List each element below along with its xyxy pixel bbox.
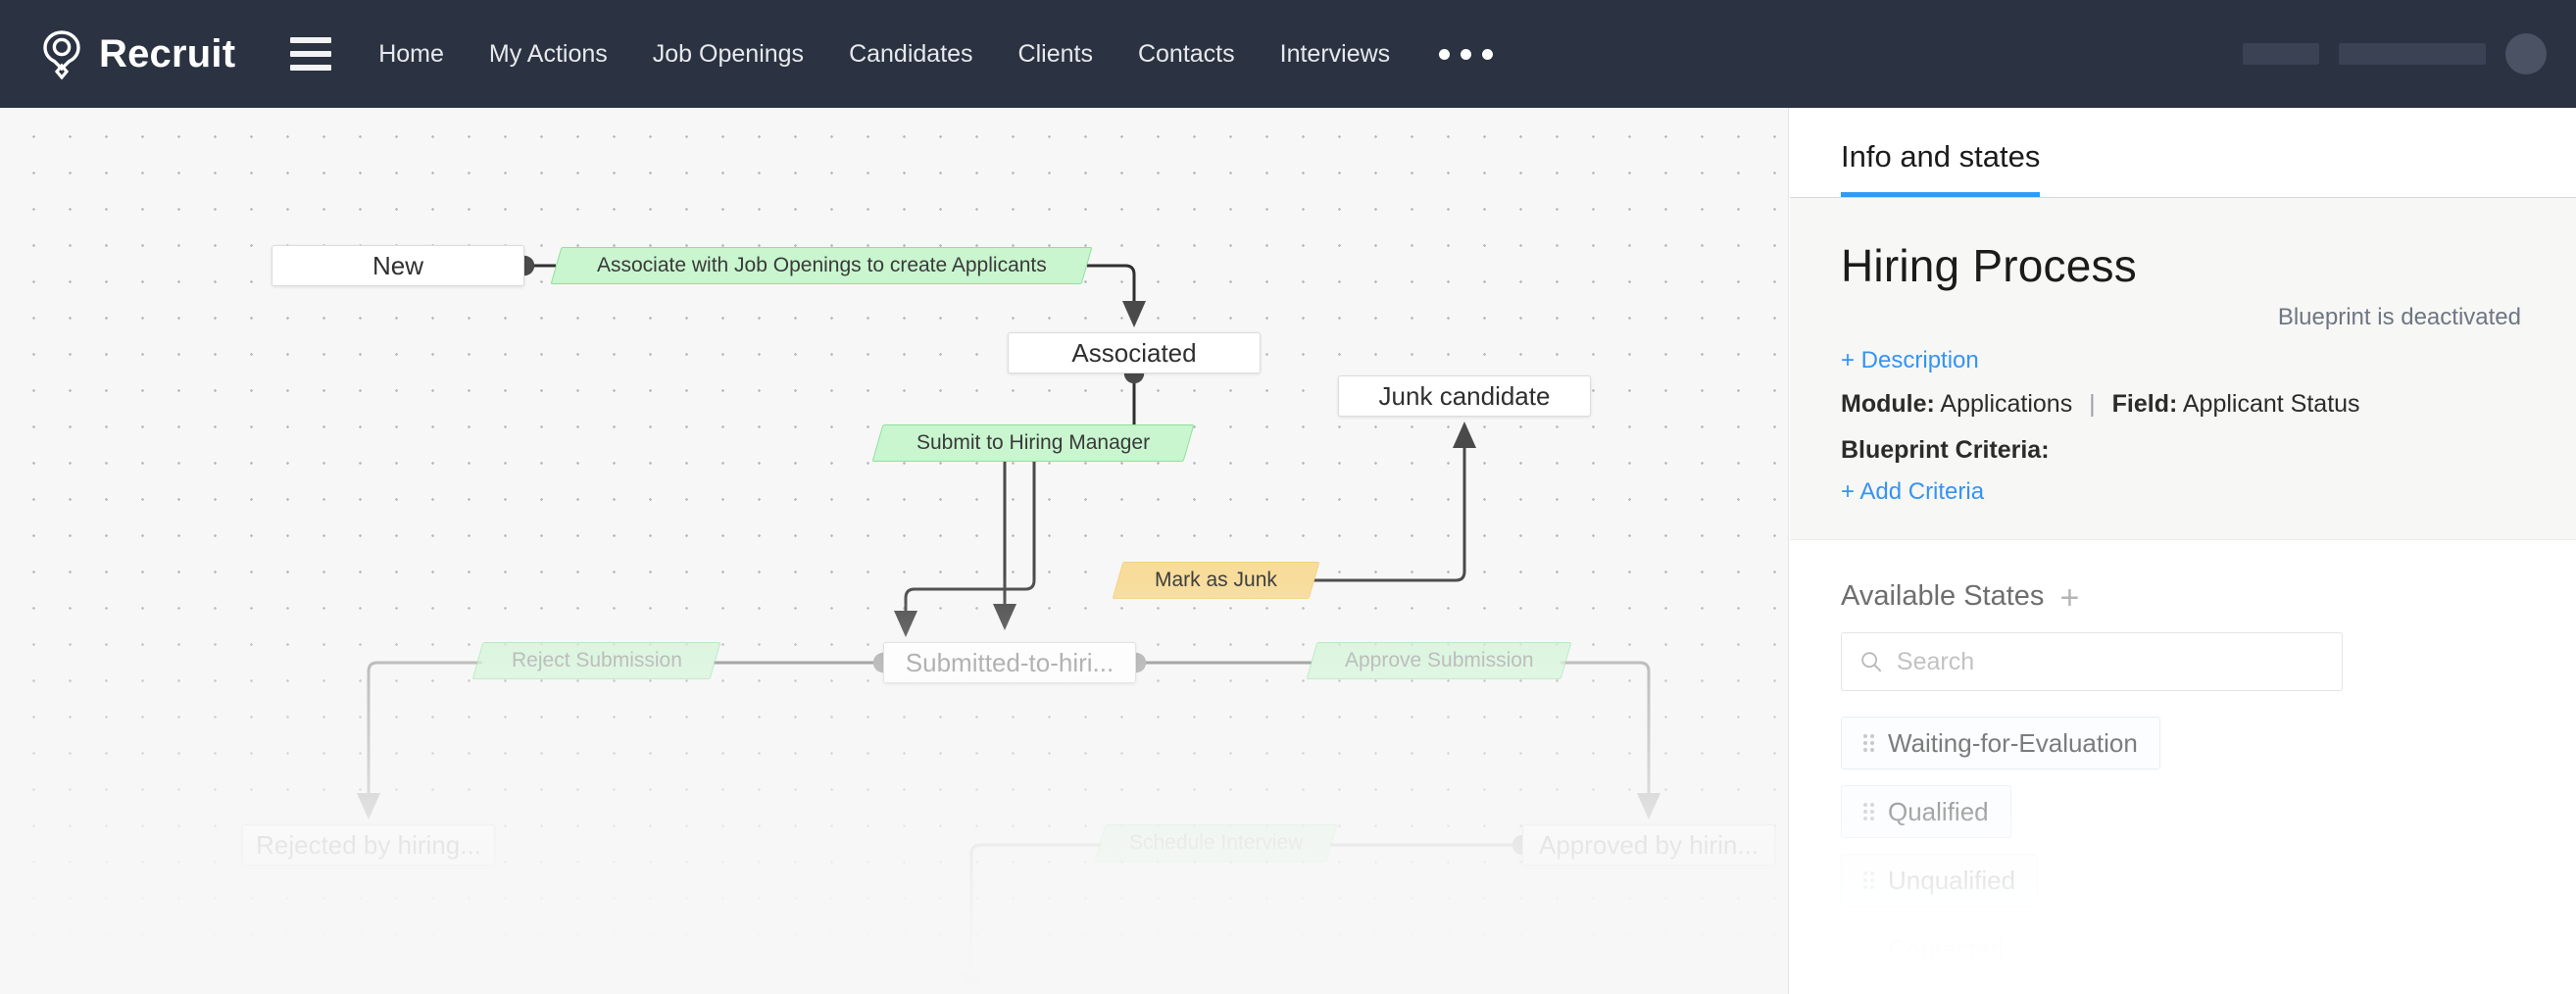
brand-name: Recruit — [99, 31, 236, 75]
add-criteria-link[interactable]: + Add Criteria — [1841, 478, 1985, 505]
transition-submit-to-hiring-manager[interactable]: Submit to Hiring Manager — [871, 424, 1195, 462]
state-node-new[interactable]: New — [272, 245, 524, 286]
nav-right-group — [2243, 0, 2547, 108]
state-chip-label: Unqualified — [1888, 865, 2016, 895]
top-navigation-bar: Recruit Home My Actions Job Openings Can… — [0, 0, 2576, 108]
module-label: Module: — [1841, 390, 1935, 418]
hamburger-icon[interactable] — [290, 37, 332, 71]
state-chip-row: Qualified — [1841, 785, 2525, 854]
brand-logo[interactable]: Recruit — [37, 28, 235, 79]
panel-tabbar: Info and states — [1790, 108, 2576, 198]
info-and-states-panel: Info and states Hiring Process Blueprint… — [1790, 108, 2576, 994]
status-badge: Blueprint is deactivated — [2277, 304, 2521, 330]
node-label: Submitted-to-hiri... — [905, 647, 1115, 677]
transition-schedule-interview[interactable]: Schedule Interview — [1094, 824, 1338, 862]
available-states-section: Available States + Waiting-for-Evaluatio… — [1790, 540, 2576, 991]
transition-label: Approve Submission — [1344, 649, 1534, 671]
node-label: Rejected by hiring... — [256, 829, 481, 860]
transition-label: Reject Submission — [511, 649, 682, 671]
nav-link-job-openings[interactable]: Job Openings — [652, 39, 805, 68]
drag-handle-icon[interactable] — [1863, 871, 1874, 889]
transition-label: Submit to Hiring Manager — [916, 431, 1151, 454]
ellipsis-icon[interactable] — [1439, 48, 1494, 60]
transition-label: Schedule Interview — [1128, 831, 1304, 854]
module-field-line: Module: Applications | Field: Applicant … — [1841, 390, 2525, 419]
node-label: Junk candidate — [1378, 380, 1551, 411]
node-label: Associated — [1071, 337, 1197, 368]
nav-link-candidates[interactable]: Candidates — [849, 39, 973, 68]
state-chip-label: Waiting-for-Evaluation — [1888, 727, 2138, 758]
available-states-header: Available States + — [1841, 579, 2525, 617]
tab-info-and-states[interactable]: Info and states — [1841, 139, 2041, 197]
state-chip-qualified[interactable]: Qualified — [1841, 785, 2011, 838]
state-chip-label: Contacted — [1888, 933, 2005, 964]
state-node-submitted-to-hiring[interactable]: Submitted-to-hiri... — [883, 642, 1136, 683]
state-node-rejected-by-hiring[interactable]: Rejected by hiring... — [242, 824, 495, 866]
transition-approve-submission[interactable]: Approve Submission — [1306, 642, 1572, 679]
placeholder-block-small — [2243, 43, 2319, 65]
available-states-title: Available States — [1841, 579, 2045, 612]
blueprint-canvas[interactable]: New Associated Junk candidate Submitted-… — [0, 108, 1789, 994]
state-node-associated[interactable]: Associated — [1008, 332, 1261, 373]
state-node-approved-by-hiring[interactable]: Approved by hirin... — [1522, 824, 1775, 866]
nav-link-contacts[interactable]: Contacts — [1137, 39, 1235, 68]
blueprint-criteria-label: Blueprint Criteria: — [1841, 436, 2050, 464]
state-chip-row: Unqualified — [1841, 854, 2525, 922]
transition-label: Associate with Job Openings to create Ap… — [596, 254, 1047, 276]
nav-link-my-actions[interactable]: My Actions — [488, 39, 608, 68]
state-chip-unqualified[interactable]: Unqualified — [1841, 854, 2039, 907]
page-title: Hiring Process — [1841, 240, 2137, 291]
field-value: Applicant Status — [2182, 390, 2360, 418]
nav-link-interviews[interactable]: Interviews — [1279, 39, 1391, 68]
available-states-list: Waiting-for-Evaluation Qualified Unquali… — [1841, 717, 2525, 991]
plus-icon[interactable]: + — [2059, 579, 2080, 617]
state-chip-label: Qualified — [1888, 796, 1989, 826]
transition-mark-as-junk[interactable]: Mark as Junk — [1112, 562, 1320, 599]
blueprint-info-section: Hiring Process Blueprint is deactivated … — [1790, 198, 2576, 540]
states-search-box[interactable] — [1841, 632, 2343, 691]
module-value: Applications — [1940, 390, 2073, 418]
transition-associate-with-job-openings[interactable]: Associate with Job Openings to create Ap… — [550, 247, 1093, 284]
transition-label: Mark as Junk — [1155, 569, 1277, 591]
search-icon — [1861, 652, 1882, 672]
field-label: Field: — [2111, 390, 2178, 418]
drag-handle-icon[interactable] — [1863, 734, 1874, 752]
state-chip-contacted[interactable]: Contacted — [1841, 922, 2027, 975]
node-label: Approved by hirin... — [1538, 829, 1759, 860]
node-label: New — [372, 250, 423, 280]
avatar[interactable] — [2505, 33, 2547, 75]
recruit-logo-icon — [43, 30, 80, 79]
add-description-link[interactable]: + Description — [1841, 347, 1979, 373]
search-input[interactable] — [1896, 647, 2324, 676]
state-node-junk-candidate[interactable]: Junk candidate — [1338, 375, 1591, 417]
drag-handle-icon[interactable] — [1863, 940, 1874, 958]
nav-links: Home My Actions Job Openings Candidates … — [378, 39, 1494, 69]
placeholder-block-large — [2339, 43, 2486, 65]
state-chip-waiting-for-evaluation[interactable]: Waiting-for-Evaluation — [1841, 717, 2160, 770]
nav-link-home[interactable]: Home — [378, 39, 444, 68]
transition-reject-submission[interactable]: Reject Submission — [471, 642, 721, 679]
state-chip-row: Waiting-for-Evaluation — [1841, 717, 2525, 785]
state-chip-row: Contacted — [1841, 922, 2525, 991]
nav-link-clients[interactable]: Clients — [1017, 39, 1093, 68]
drag-handle-icon[interactable] — [1863, 803, 1874, 820]
divider: | — [2089, 390, 2096, 418]
